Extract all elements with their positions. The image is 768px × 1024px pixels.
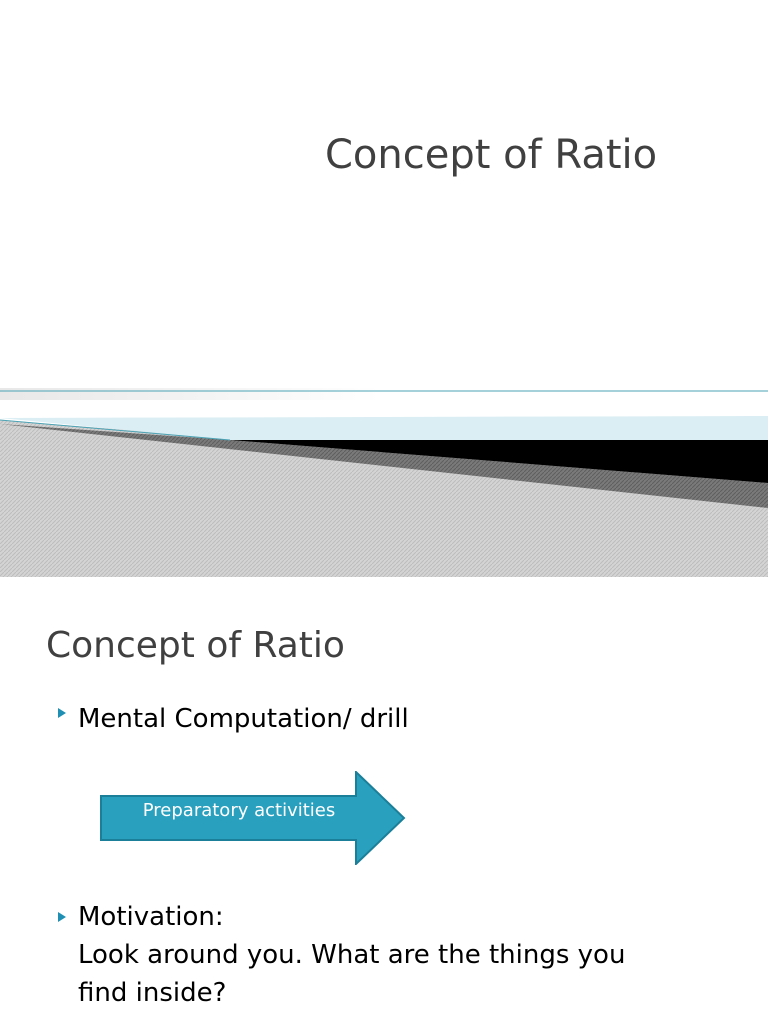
teal-edge <box>0 419 231 441</box>
light-blue-band <box>0 416 768 440</box>
bullet-item: Mental Computation/ drill <box>78 704 409 734</box>
gray-texture-band <box>0 420 768 577</box>
dark-gray-wedge <box>0 424 768 508</box>
bullet-line: Look around you. What are the things you <box>78 940 626 970</box>
slide-title: Concept of Ratio <box>325 132 658 178</box>
bullet-item: Motivation: Look around you. What are th… <box>78 898 718 1012</box>
slide-heading: Concept of Ratio <box>46 625 345 666</box>
black-wedge <box>230 440 768 483</box>
triangle-bullet-icon <box>58 708 66 718</box>
decorative-banner <box>0 388 768 577</box>
title-slide: Concept of Ratio <box>0 132 768 577</box>
fade-strip <box>0 388 380 400</box>
arrow-right-shape <box>100 771 406 865</box>
bullet-line: Motivation: <box>78 902 224 932</box>
triangle-bullet-icon <box>58 912 66 922</box>
slide-gap <box>0 577 768 585</box>
arrow-label: Preparatory activities <box>142 800 336 821</box>
preparatory-arrow: Preparatory activities <box>100 771 406 865</box>
bullet-line: find inside? <box>78 978 227 1008</box>
content-slide: Concept of Ratio Mental Computation/ dri… <box>0 585 768 1024</box>
